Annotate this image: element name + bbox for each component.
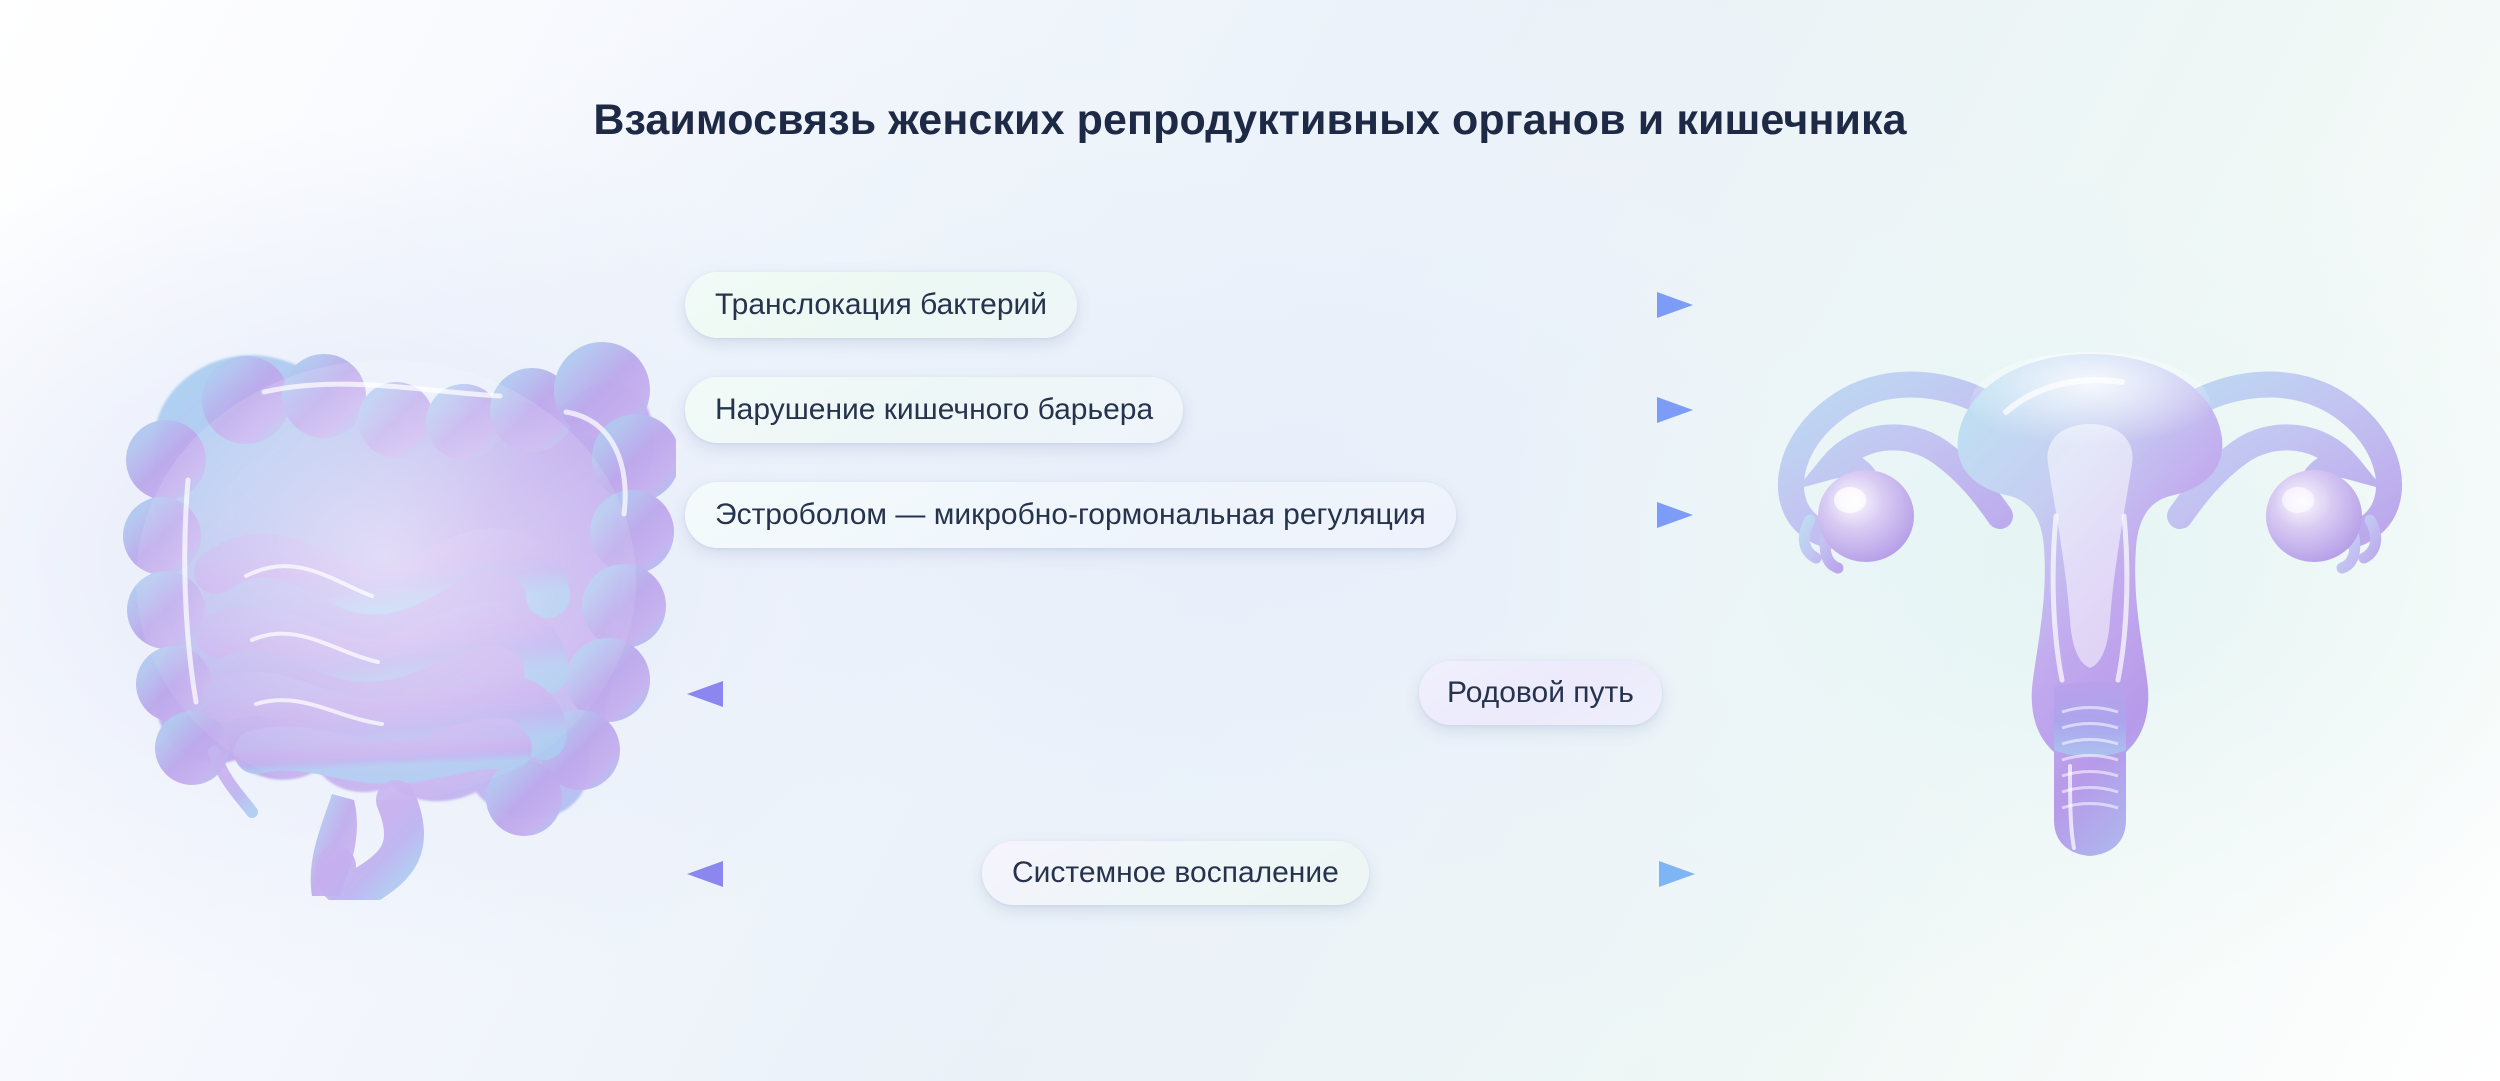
page-title: Взаимосвязь женских репродуктивных орган… bbox=[593, 96, 1907, 144]
arrow-estrobolome bbox=[1542, 502, 1693, 528]
flow-label-translocation[interactable]: Транслокация бактерий bbox=[685, 272, 1078, 338]
intestine-illustration bbox=[123, 342, 676, 900]
flow-label-barrier[interactable]: Нарушение кишечного барьера bbox=[685, 377, 1184, 443]
uterus-illustration bbox=[1777, 352, 2403, 856]
flow-label-birth-canal[interactable]: Родовой путь bbox=[1419, 661, 1662, 725]
arrow-inflammation-left bbox=[687, 861, 950, 887]
arrow-translocation bbox=[1152, 292, 1693, 318]
arrow-birth-canal bbox=[687, 681, 1405, 707]
flow-label-estrobolome[interactable]: Эстроболом — микробно-гормональная регул… bbox=[685, 482, 1456, 548]
arrow-barrier bbox=[1247, 397, 1693, 423]
flow-label-inflammation[interactable]: Системное воспаление bbox=[982, 841, 1369, 905]
arrow-inflammation-right bbox=[1432, 861, 1695, 887]
